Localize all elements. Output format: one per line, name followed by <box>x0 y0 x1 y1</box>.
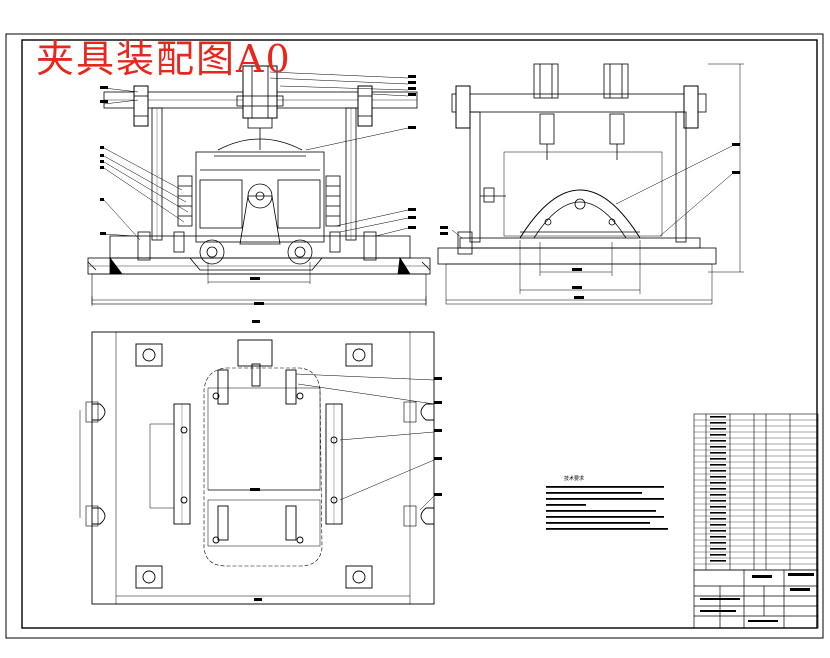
top-view-leaders <box>295 373 435 511</box>
title-block <box>693 569 819 629</box>
parts-list-cell-text <box>710 446 726 448</box>
parts-list-cell-text <box>710 530 726 532</box>
technical-notes-heading: 技术要求 <box>564 475 584 482</box>
title-block-marks <box>700 573 814 622</box>
parts-list-cell-text <box>710 548 726 550</box>
parts-list-cell-text <box>710 512 726 514</box>
parts-list-cell-text <box>710 476 726 478</box>
parts-list-cell-text <box>710 482 726 484</box>
side-view-labels <box>440 143 740 299</box>
parts-list-cell-text <box>710 560 726 562</box>
parts-list-cell-text <box>710 416 726 418</box>
parts-list-cell-text <box>710 518 726 520</box>
parts-list-cell-text <box>710 422 726 424</box>
front-view-leaders <box>103 71 409 241</box>
parts-list-cell-text <box>710 470 726 472</box>
technical-notes: 技术要求 <box>546 475 668 530</box>
parts-list-cell-text <box>710 554 726 556</box>
parts-list <box>693 413 819 571</box>
parts-list-cell-text <box>710 428 726 430</box>
outer-border <box>5 33 824 639</box>
parts-list-cell-text <box>710 542 726 544</box>
side-view <box>437 63 744 305</box>
top-view <box>79 331 435 605</box>
parts-list-cell-text <box>710 458 726 460</box>
parts-list-cell-text <box>710 464 726 466</box>
parts-list-cell-text <box>710 500 726 502</box>
front-view-labels <box>100 75 416 305</box>
front-view <box>87 65 431 306</box>
parts-list-cell-text <box>710 524 726 526</box>
parts-list-cell-text <box>710 536 726 538</box>
drawing-title: 夹具装配图A0 <box>36 37 292 81</box>
parts-list-cell-text <box>710 434 726 436</box>
parts-list-cell-text <box>710 506 726 508</box>
inner-frame <box>21 39 818 629</box>
top-view-labels <box>250 320 442 601</box>
parts-list-cell-text <box>710 488 726 490</box>
parts-list-cell-text <box>710 452 726 454</box>
parts-list-cell-text <box>710 494 726 496</box>
parts-list-cell-text <box>710 440 726 442</box>
side-view-leaders <box>451 145 733 239</box>
